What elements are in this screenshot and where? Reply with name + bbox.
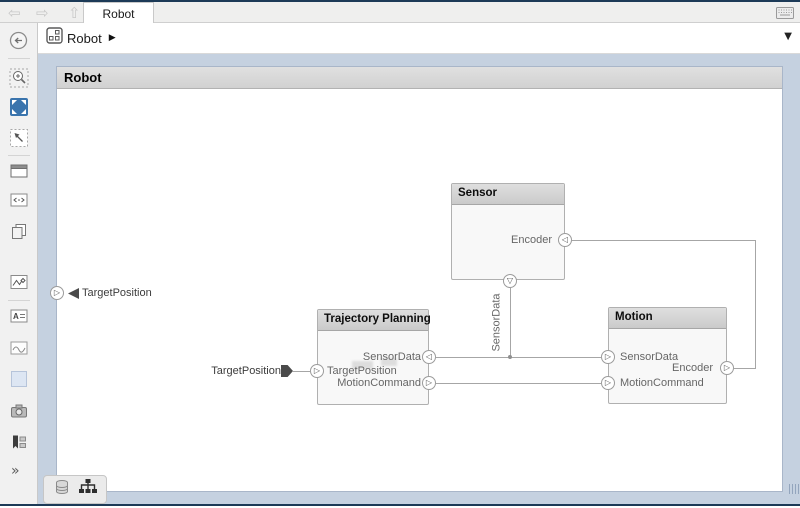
view-badge [43, 475, 107, 504]
diagram-canvas[interactable] [56, 66, 783, 492]
diagram-title-bar: Robot [57, 67, 782, 89]
port-sensor-sensordata[interactable]: ▽ [503, 274, 517, 288]
connector-encoder-seg3[interactable] [572, 240, 756, 241]
connector-junction-dot [508, 355, 512, 359]
port-label-motion-encoder: Encoder [672, 362, 713, 374]
port-tp-targetposition[interactable]: ▷ [310, 364, 324, 378]
architecture-model-icon [46, 27, 63, 49]
port-label-motion-motioncommand: MotionCommand [620, 377, 704, 389]
bookmark-views-icon[interactable] [9, 432, 29, 452]
code-view-icon[interactable] [9, 190, 29, 210]
component-trajectory-planning-title: Trajectory Planning [318, 310, 431, 331]
connector-motioncommand[interactable] [436, 383, 601, 384]
port-tp-motioncommand[interactable]: ▷ [422, 376, 436, 390]
resize-grip[interactable] [789, 484, 799, 494]
input-port-tag-icon [68, 288, 79, 299]
sidebar-separator [8, 155, 30, 156]
connector-sensordata-vertical[interactable] [510, 288, 511, 357]
connector-encoder-seg2[interactable] [755, 240, 756, 369]
signal-designer-icon[interactable] [9, 272, 29, 292]
port-label-sensor-encoder: Encoder [511, 234, 552, 246]
port-motion-motioncommand[interactable]: ▷ [601, 376, 615, 390]
source-tag-label: TargetPosition [211, 365, 281, 377]
fit-to-view-icon[interactable] [9, 97, 29, 117]
label-edit-artifact [381, 358, 397, 366]
boundary-port-label: TargetPosition [82, 287, 152, 299]
port-motion-encoder[interactable]: ▷ [720, 361, 734, 375]
tab-label: Robot [102, 6, 135, 21]
svg-text:A: A [13, 312, 19, 321]
tab-robot[interactable]: Robot [83, 2, 154, 24]
connector-targetposition[interactable] [293, 371, 310, 372]
back-icon[interactable]: ⇦ [8, 4, 21, 22]
component-motion-title: Motion [609, 308, 726, 329]
area-box-icon[interactable] [9, 369, 29, 389]
image-annotation-icon[interactable] [9, 338, 29, 358]
port-label-tp-motioncommand: MotionCommand [337, 377, 421, 389]
component-sensor-title: Sensor [452, 184, 564, 205]
dropdown-caret-icon[interactable]: ▼ [784, 31, 792, 42]
zoom-selection-icon[interactable] [9, 128, 29, 148]
source-tag-icon [281, 365, 293, 377]
port-tp-sensordata[interactable]: ◁ [422, 350, 436, 364]
breadcrumb[interactable]: Robot ▶ [46, 27, 116, 49]
connector-encoder-seg1[interactable] [734, 368, 756, 369]
viewport-window-icon[interactable] [9, 161, 29, 181]
connector-label-sensordata: SensorData [490, 293, 503, 352]
label-edit-artifact [352, 361, 373, 369]
zoom-region-icon[interactable] [9, 68, 29, 88]
breadcrumb-label: Robot [67, 30, 102, 46]
port-label-motion-sensordata: SensorData [620, 351, 679, 363]
component-motion[interactable]: Motion [608, 307, 727, 404]
annotation-icon[interactable]: A [9, 306, 29, 326]
connector-sensordata[interactable] [436, 357, 601, 358]
diagram-title: Robot [64, 70, 102, 85]
window-bottom-border [0, 504, 800, 506]
component-trajectory-planning[interactable]: Trajectory Planning [317, 309, 431, 405]
port-label-tp-targetposition: TargetPosition [327, 365, 397, 377]
port-sensor-encoder[interactable]: ◁ [558, 233, 572, 247]
palette-sidebar: A » [0, 23, 38, 505]
port-label-tp-sensordata: SensorData [362, 351, 421, 363]
component-sensor[interactable]: Sensor [451, 183, 565, 280]
document-tab-bar: ⇦ ⇨ ⇧ Robot [0, 2, 800, 24]
breadcrumb-bar: Robot ▶ ▼ [38, 23, 800, 54]
sidebar-separator [8, 58, 30, 59]
port-motion-sensordata[interactable]: ▷ [601, 350, 615, 364]
forward-icon[interactable]: ⇨ [36, 4, 49, 22]
expand-palette-icon[interactable]: » [11, 463, 20, 479]
hierarchy-view-icon[interactable] [78, 478, 98, 501]
camera-icon[interactable] [9, 401, 29, 421]
sidebar-separator [8, 300, 30, 301]
copy-icon[interactable] [9, 221, 29, 241]
keyboard-icon[interactable] [776, 6, 794, 24]
window-top-border [0, 0, 800, 2]
breadcrumb-caret-icon[interactable]: ▶ [108, 33, 116, 43]
dictionary-icon[interactable] [53, 478, 71, 501]
port-architecture-targetposition[interactable]: ▷ [50, 286, 64, 300]
up-icon[interactable]: ⇧ [68, 4, 81, 22]
nav-back-circle-icon[interactable] [9, 31, 29, 51]
